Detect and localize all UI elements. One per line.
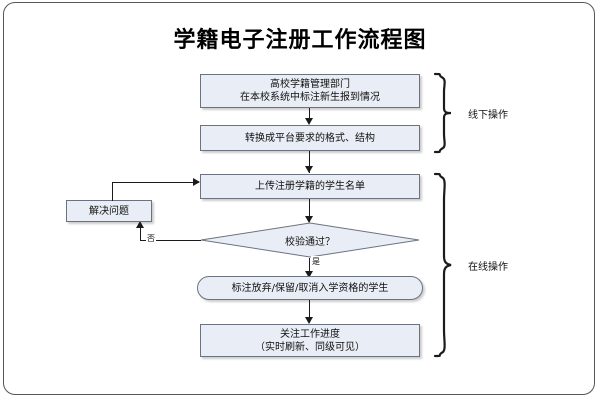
- group-offline-brace: [432, 72, 454, 158]
- node-track-progress-line1: 关注工作进度: [280, 328, 340, 340]
- connector-1-2: [309, 108, 310, 122]
- node-offline-mark-line1: 高校学籍管理部门: [270, 79, 350, 90]
- node-upload-list-text: 上传注册学籍的学生名单: [201, 180, 419, 193]
- group-offline-label: 线下操作: [468, 110, 508, 121]
- node-offline-mark-text: 高校学籍管理部门 在本校系统中标注新生报到情况: [201, 78, 419, 104]
- arrowhead-6-7: [305, 317, 313, 324]
- brace-icon: [433, 72, 452, 154]
- arrowhead-decision-no: [136, 221, 144, 228]
- connector-decision-yes: [309, 258, 310, 276]
- node-offline-mark-line2: 在本校系统中标注新生报到情况: [240, 92, 380, 103]
- group-online-brace: [432, 172, 454, 362]
- edge-label-yes: 是: [311, 256, 321, 267]
- node-upload-list[interactable]: 上传注册学籍的学生名单: [200, 174, 420, 199]
- connector-3-decision: [309, 199, 310, 222]
- node-upload-list-line1: 上传注册学籍的学生名单: [255, 181, 365, 192]
- node-convert-format-line1: 转换成平台要求的格式、结构: [245, 132, 375, 144]
- arrowhead-decision-yes: [305, 271, 313, 278]
- node-solve-problem-text: 解决问题: [67, 205, 151, 218]
- node-validate[interactable]: 校验通过？: [200, 222, 420, 258]
- node-offline-mark[interactable]: 高校学籍管理部门 在本校系统中标注新生报到情况: [200, 74, 420, 108]
- node-solve-problem-line1: 解决问题: [89, 205, 129, 217]
- node-mark-status-text: 标注放弃/保留/取消入学资格的学生: [198, 282, 422, 295]
- node-convert-format[interactable]: 转换成平台要求的格式、结构: [200, 125, 420, 151]
- node-convert-format-text: 转换成平台要求的格式、结构: [201, 132, 419, 145]
- node-track-progress-line2: （实时刷新、同级可见）: [255, 341, 365, 353]
- diamond-shape: [200, 222, 420, 258]
- connector-6-7: [309, 300, 310, 323]
- node-track-progress-text: 关注工作进度 （实时刷新、同级可见）: [201, 328, 419, 354]
- connector-2-3: [309, 151, 310, 173]
- node-mark-status-line1: 标注放弃/保留/取消入学资格的学生: [231, 282, 389, 294]
- connector-solve-right: [112, 182, 199, 183]
- arrowhead-solve-to-upload: [193, 178, 200, 186]
- node-solve-problem[interactable]: 解决问题: [66, 200, 152, 222]
- arrowhead-2-3: [305, 166, 313, 173]
- edge-label-no: 否: [146, 233, 156, 244]
- node-track-progress[interactable]: 关注工作进度 （实时刷新、同级可见）: [200, 324, 420, 357]
- page-title: 学籍电子注册工作流程图: [173, 27, 427, 53]
- connector-solve-up: [112, 182, 113, 201]
- arrowhead-3-decision: [305, 216, 313, 223]
- node-mark-status[interactable]: 标注放弃/保留/取消入学资格的学生: [197, 276, 423, 300]
- arrowhead-1-2: [305, 118, 313, 125]
- brace-icon: [433, 172, 452, 358]
- connector-decision-no-horizontal: [140, 240, 201, 241]
- connector-decision-no-vertical: [140, 228, 141, 241]
- group-online-label: 在线操作: [468, 262, 508, 273]
